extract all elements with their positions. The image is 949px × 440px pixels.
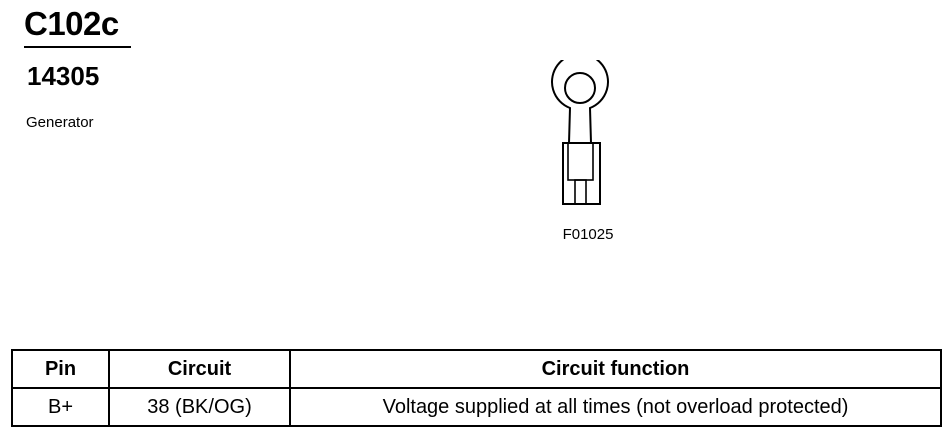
wire-tab	[574, 179, 587, 205]
table-row: B+ 38 (BK/OG) Voltage supplied at all ti…	[11, 387, 942, 427]
component-name: Generator	[26, 114, 94, 131]
pin-table: Pin Circuit Circuit function B+ 38 (BK/O…	[11, 349, 942, 427]
figure-code: F01025	[562, 226, 614, 243]
title-underline	[24, 46, 131, 48]
ring-terminal-outline	[551, 60, 609, 144]
cell-circuit: 38 (BK/OG)	[108, 387, 291, 427]
header-circuit-function: Circuit function	[289, 349, 942, 389]
crimp-inner	[567, 142, 594, 181]
header-pin: Pin	[11, 349, 110, 389]
header-circuit: Circuit	[108, 349, 291, 389]
part-number: 14305	[27, 61, 100, 91]
connector-id: C102c	[24, 5, 119, 42]
ring-terminal-hole	[564, 72, 596, 104]
ring-terminal-icon	[551, 60, 609, 205]
cell-pin: B+	[11, 387, 110, 427]
table-header-row: Pin Circuit Circuit function	[11, 349, 942, 389]
cell-circuit-function: Voltage supplied at all times (not overl…	[289, 387, 942, 427]
